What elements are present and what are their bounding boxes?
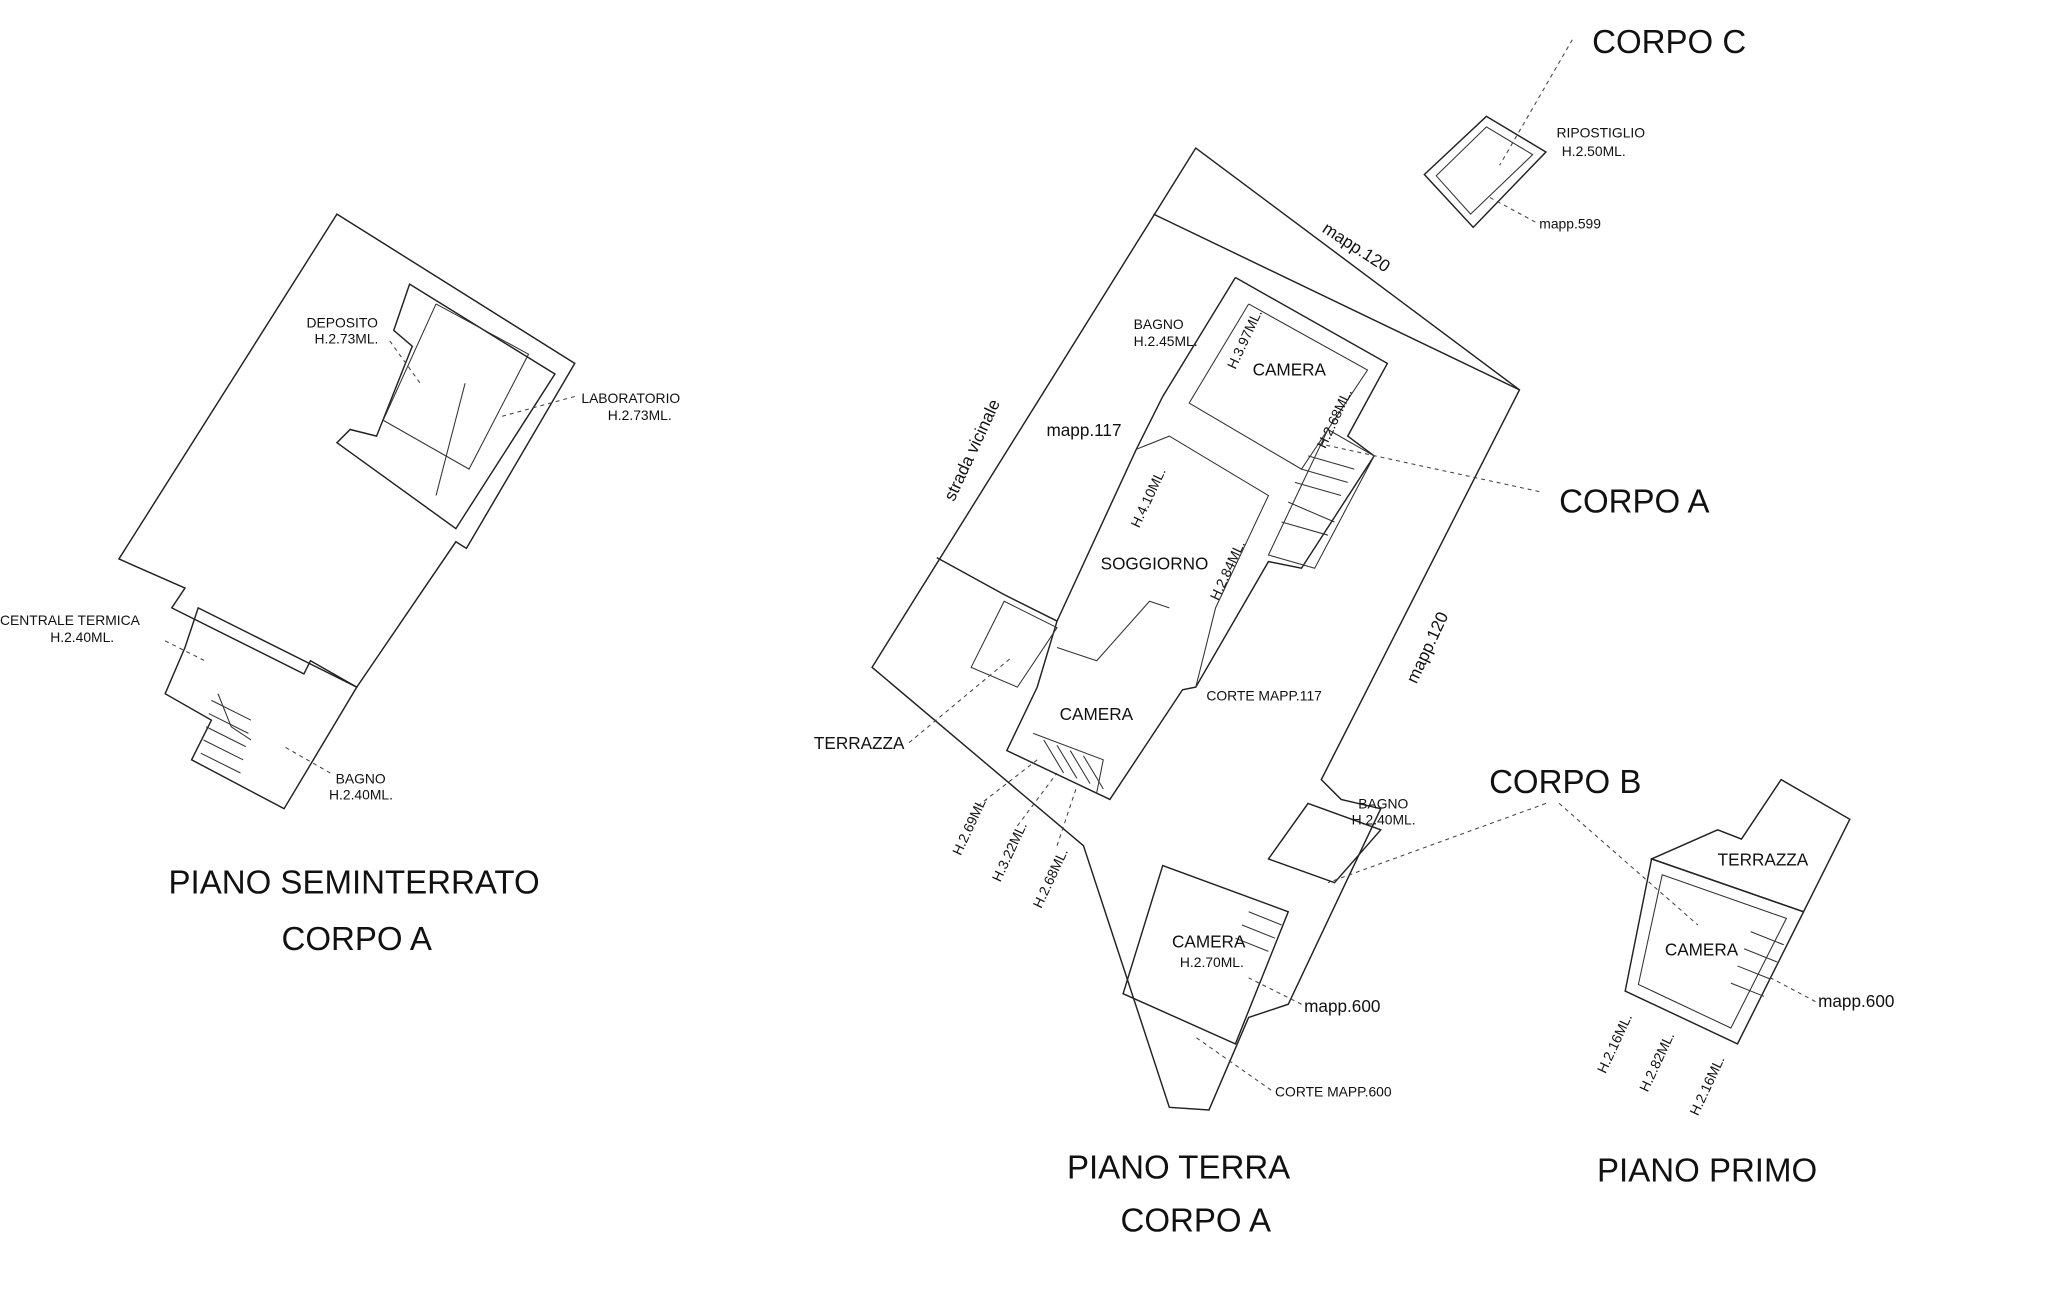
plan-subtitle-seminterrato: CORPO A bbox=[282, 920, 432, 957]
height-camera-b: H.2.70ML. bbox=[1180, 954, 1244, 970]
plan-title-primo: PIANO PRIMO bbox=[1597, 1151, 1817, 1188]
plan-terra: BAGNO H.2.45ML. CAMERA SOGGIORNO CAMERA … bbox=[814, 146, 1521, 1239]
room-camera-b: CAMERA bbox=[1172, 931, 1246, 951]
room-ripostiglio: RIPOSTIGLIO bbox=[1556, 124, 1645, 140]
height-bagno-b: H.2.40ML. bbox=[1352, 812, 1416, 828]
parcel-mapp600: mapp.600 bbox=[1304, 996, 1380, 1016]
height-label: H.2.68ML. bbox=[1029, 846, 1071, 911]
plan-primo: TERRAZZA CAMERA mapp.600 H.2.16ML. H.2.8… bbox=[1594, 778, 1894, 1188]
height-label: H.2.16ML. bbox=[1594, 1011, 1636, 1076]
room-soggiorno: SOGGIORNO bbox=[1101, 554, 1209, 574]
height-label: H.3.22ML. bbox=[988, 819, 1030, 884]
basement-lab-block bbox=[335, 283, 556, 530]
parcel-corte117: CORTE MAPP.117 bbox=[1206, 687, 1322, 703]
height-label: H.4.10ML. bbox=[1127, 465, 1169, 530]
height-deposito: H.2.73ML. bbox=[314, 331, 378, 347]
room-camera-bottom: CAMERA bbox=[1060, 704, 1134, 724]
plan-subtitle-terra: CORPO A bbox=[1121, 1202, 1271, 1239]
primo-terrazza: TERRAZZA bbox=[1718, 850, 1809, 870]
room-bagno-a: BAGNO bbox=[1134, 316, 1184, 332]
ripostiglio-outline bbox=[1423, 115, 1548, 229]
primo-camera-outline bbox=[1624, 857, 1805, 1045]
label-corpo-c: CORPO C bbox=[1592, 23, 1746, 60]
building-corpo-b-camera bbox=[1122, 864, 1290, 1045]
parcel-mapp117: mapp.117 bbox=[1046, 420, 1121, 440]
height-laboratorio: H.2.73ML. bbox=[608, 407, 672, 423]
room-camera-top: CAMERA bbox=[1253, 359, 1327, 379]
building-corpo-b-bagno bbox=[1267, 802, 1382, 884]
room-deposito: DEPOSITO bbox=[307, 315, 379, 331]
basement-outline bbox=[117, 213, 576, 689]
height-label: H.2.84ML. bbox=[1206, 538, 1248, 603]
height-bagno-a: H.2.45ML. bbox=[1134, 333, 1198, 349]
plan-corpo-c: CORPO C RIPOSTIGLIO H.2.50ML. mapp.599 bbox=[1423, 23, 1746, 232]
plan-seminterrato: DEPOSITO H.2.73ML. LABORATORIO H.2.73ML.… bbox=[0, 213, 680, 957]
height-label: H.2.69ML. bbox=[949, 793, 991, 858]
label-corpo-b: CORPO B bbox=[1489, 763, 1641, 800]
room-terrazza: TERRAZZA bbox=[814, 733, 905, 753]
parcel-mapp599: mapp.599 bbox=[1539, 216, 1601, 232]
primo-mapp600: mapp.600 bbox=[1818, 991, 1894, 1011]
label-corpo-a: CORPO A bbox=[1559, 483, 1709, 520]
room-bagno-b: BAGNO bbox=[1358, 796, 1408, 812]
parcel-corte600: CORTE MAPP.600 bbox=[1275, 1084, 1392, 1100]
parcel-mapp120-right: mapp.120 bbox=[1402, 609, 1452, 687]
room-laboratorio: LABORATORIO bbox=[581, 390, 680, 406]
basement-bagno-block bbox=[164, 606, 358, 810]
terrazza-block bbox=[970, 600, 1058, 688]
primo-terrazza-outline bbox=[1649, 778, 1851, 913]
height-label: H.2.16ML. bbox=[1686, 1053, 1728, 1118]
plan-title-seminterrato: PIANO SEMINTERRATO bbox=[169, 863, 540, 900]
height-ripostiglio: H.2.50ML. bbox=[1562, 143, 1626, 159]
primo-camera: CAMERA bbox=[1665, 939, 1739, 959]
room-bagno-seminterrato: BAGNO bbox=[336, 771, 386, 787]
site-boundary bbox=[871, 146, 1521, 1111]
height-label: H.2.82ML. bbox=[1636, 1029, 1678, 1094]
room-centrale-termica: CENTRALE TERMICA bbox=[0, 612, 141, 628]
height-bagno-seminterrato: H.2.40ML. bbox=[329, 786, 393, 802]
plan-title-terra: PIANO TERRA bbox=[1067, 1149, 1290, 1186]
building-corpo-a bbox=[1005, 276, 1389, 801]
height-centrale-termica: H.2.40ML. bbox=[50, 629, 114, 645]
strada-vicinale: strada vicinale bbox=[939, 396, 1003, 504]
